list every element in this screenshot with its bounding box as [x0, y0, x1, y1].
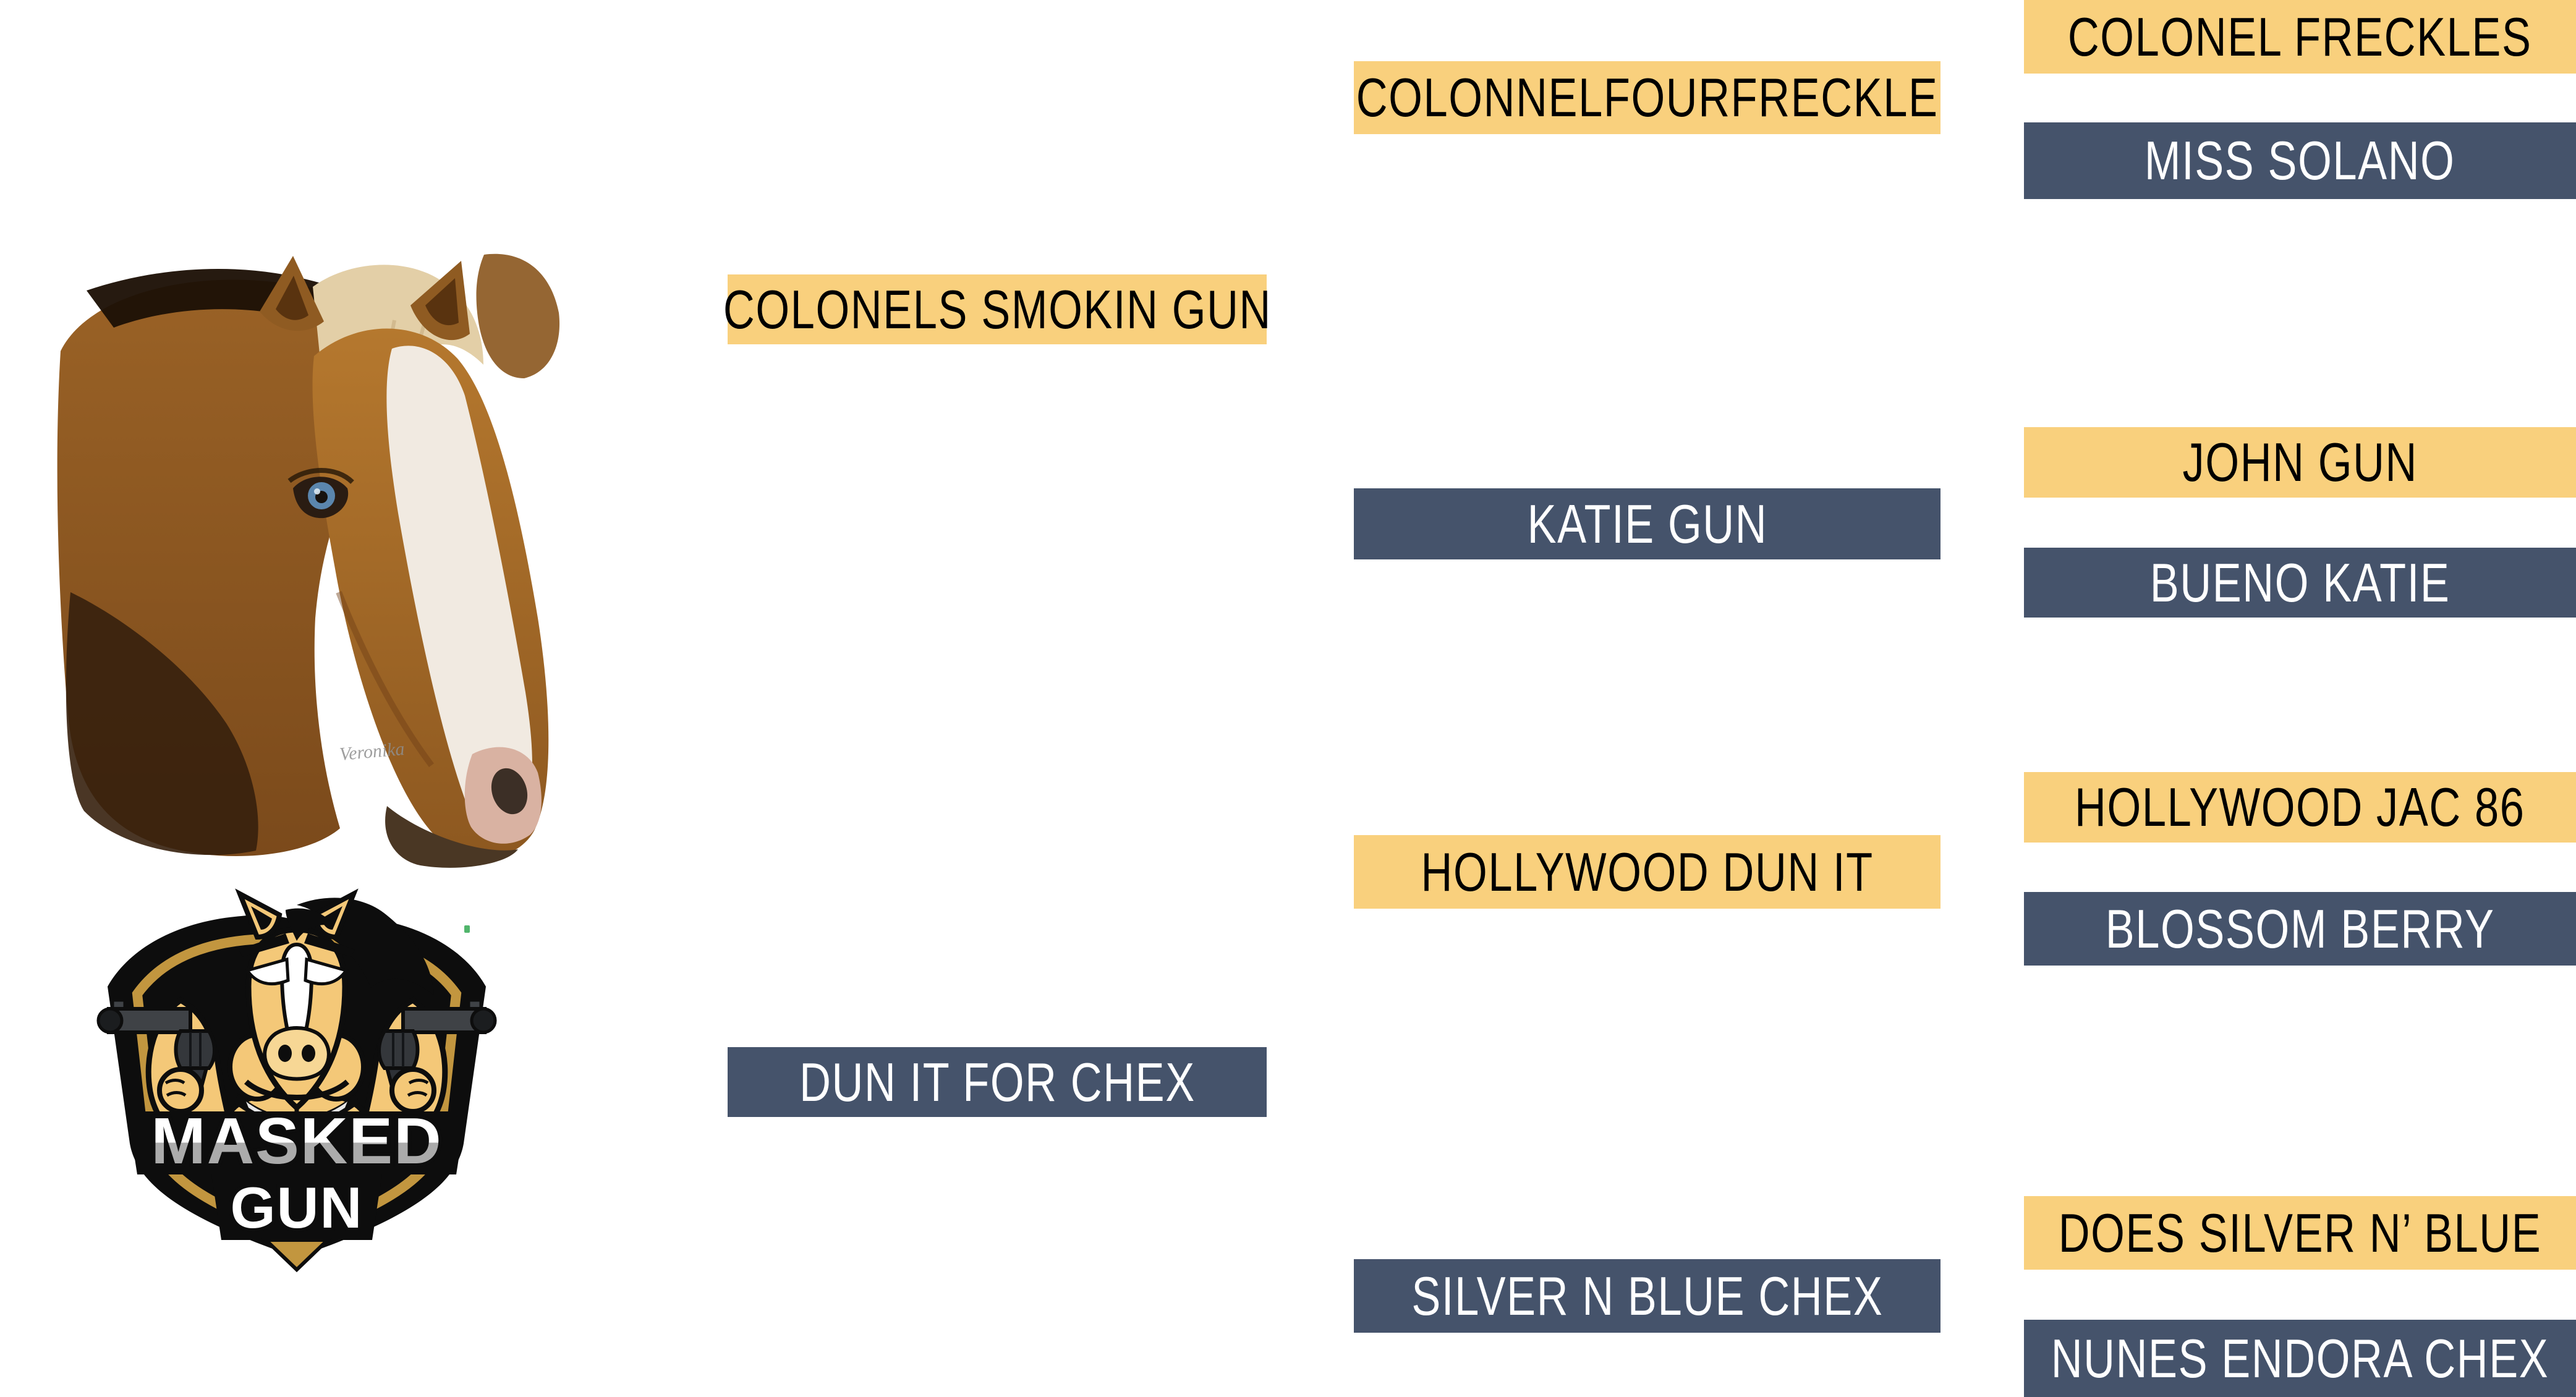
pedigree-label: BLOSSOM BERRY: [2105, 898, 2495, 959]
pedigree-label: NUNES ENDORA CHEX: [2051, 1327, 2549, 1389]
node-dun-it-for-chex: DUN IT FOR CHEX: [728, 1047, 1267, 1117]
node-miss-solano: MISS SOLANO: [2024, 122, 2576, 199]
node-colonnelfourfreckle: COLONNELFOURFRECKLE: [1354, 61, 1941, 134]
pedigree-label: HOLLYWOOD DUN IT: [1421, 841, 1874, 902]
node-hollywood-jac-86: HOLLYWOOD JAC 86: [2024, 772, 2576, 843]
node-colonels-smokin-gun: COLONELS SMOKIN GUN: [723, 274, 1270, 344]
node-blossom-berry: BLOSSOM BERRY: [2024, 892, 2576, 966]
pedigree-label: BUENO KATIE: [2149, 551, 2451, 613]
pedigree-label: COLONNELFOURFRECKLE: [1356, 67, 1939, 128]
node-does-silver-n-blue: DOES SILVER N’ BLUE: [2024, 1196, 2576, 1270]
horse-eye: [287, 468, 354, 519]
horse-photo-illustration: Veronika: [57, 253, 560, 868]
node-katie-gun: KATIE GUN: [1354, 488, 1941, 559]
pedigree-label: COLONELS SMOKIN GUN: [723, 278, 1272, 340]
pedigree-label: HOLLYWOOD JAC 86: [2075, 776, 2525, 838]
pedigree-label: KATIE GUN: [1527, 493, 1767, 554]
pedigree-label: JOHN GUN: [2182, 431, 2418, 493]
node-bueno-katie: BUENO KATIE: [2024, 548, 2576, 618]
node-colonel-freckles: COLONEL FRECKLES: [2024, 0, 2576, 74]
horse-photo: Veronika: [57, 253, 560, 868]
pedigree-label: SILVER N BLUE CHEX: [1411, 1265, 1884, 1327]
logo-text-masked: MASKED: [151, 1105, 442, 1178]
node-hollywood-dun-it: HOLLYWOOD DUN IT: [1354, 835, 1941, 909]
pedigree-label: DOES SILVER N’ BLUE: [2058, 1202, 2542, 1263]
masked-gun-logo: MASKED GUN: [96, 888, 497, 1273]
node-nunes-endora-chex: NUNES ENDORA CHEX: [2024, 1320, 2576, 1397]
logo-wordmark: MASKED GUN: [127, 1101, 466, 1273]
pedigree-label: COLONEL FRECKLES: [2068, 6, 2532, 67]
logo-text-gun: GUN: [231, 1175, 363, 1240]
pedigree-label: DUN IT FOR CHEX: [799, 1051, 1196, 1113]
node-silver-n-blue-chex: SILVER N BLUE CHEX: [1354, 1259, 1941, 1333]
pedigree-label: MISS SOLANO: [2145, 130, 2455, 191]
node-john-gun: JOHN GUN: [2024, 427, 2576, 498]
green-speck-artifact: [464, 925, 470, 933]
